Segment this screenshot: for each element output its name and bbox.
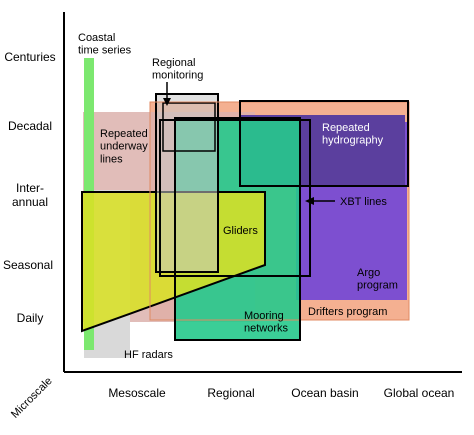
x-tick-global-ocean: Global ocean [384,386,455,400]
label-line: Coastal [78,32,115,44]
repeated-hydrography-outline [239,100,409,187]
label-drifters-program: Drifters program [308,306,387,318]
label-line: Regional [152,57,195,69]
label-line: hydrography [322,135,384,147]
xbt-lines-arrowhead [305,197,314,205]
label-line: lines [100,153,123,165]
label-line: Repeated [322,122,370,134]
label-hf-radars: HF radars [124,349,173,361]
mooring-outline [174,117,301,341]
label-line: time series [78,45,132,57]
x-tick-mesoscale: Mesoscale [108,386,166,400]
label-line: program [357,280,398,292]
x-tick-regional: Regional [207,386,254,400]
label-line: Argo [357,267,380,279]
underway-lines-outline [159,119,311,277]
y-tick-interannual: Inter-annual [12,181,48,209]
label-line: Repeated [100,128,148,140]
label-line: monitoring [152,70,203,82]
x-tick-ocean-basin: Ocean basin [291,386,358,400]
regional-monitoring-arrowhead [163,98,171,106]
y-tick-seasonal: Seasonal [3,258,53,272]
label-gliders: Gliders [223,225,258,237]
label-line: Mooring [244,310,284,322]
label-line: underway [100,141,148,153]
y-tick-centuries: Centuries [4,50,55,64]
label-xbt-lines: XBT lines [340,196,387,208]
y-tick-decadal: Decadal [8,119,52,133]
y-tick-daily: Daily [17,311,44,325]
regional-monitoring-box [155,93,219,273]
label-line: annual [12,195,48,209]
regional-monitoring-inner-box [162,102,216,152]
label-line: Inter- [16,181,44,195]
label-line: networks [244,323,289,335]
x-corner-label: Microscale [9,375,55,421]
